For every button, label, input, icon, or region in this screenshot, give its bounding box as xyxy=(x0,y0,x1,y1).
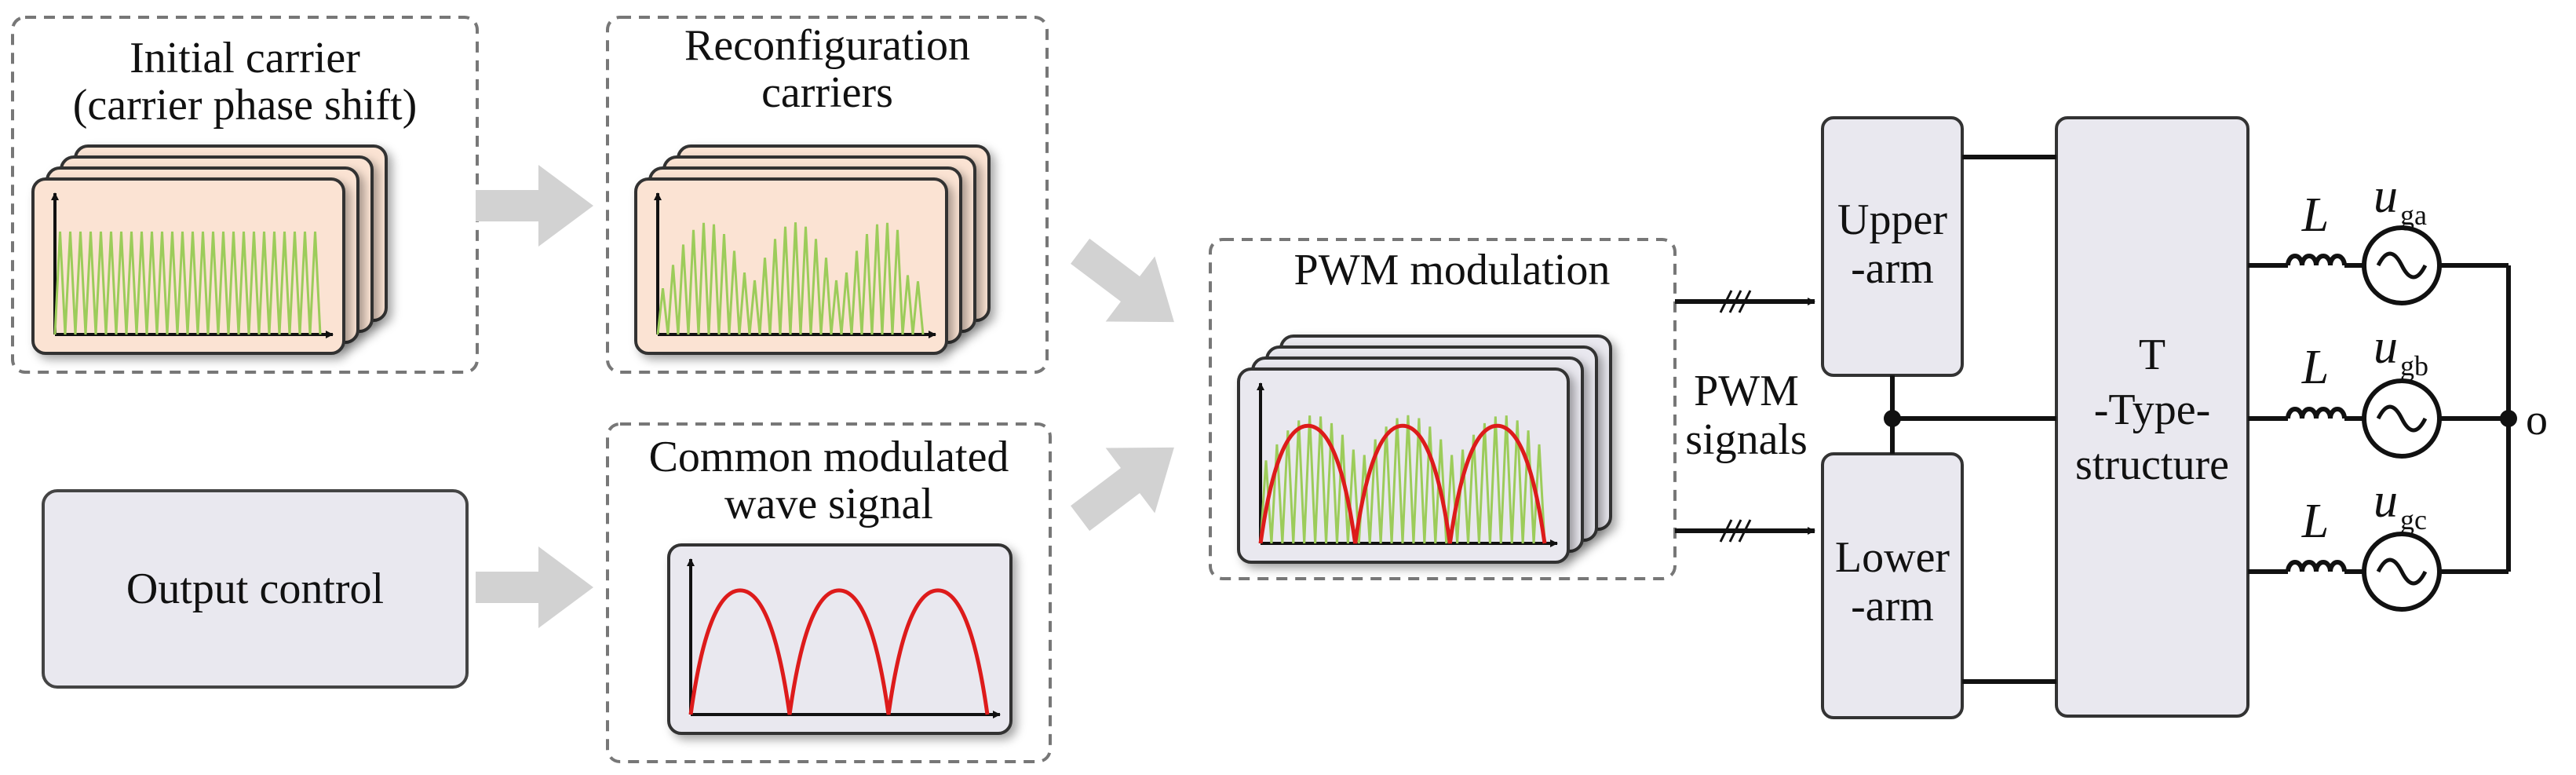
source-c-label: u xyxy=(2373,474,2398,528)
inductor-c-label: L xyxy=(2301,495,2329,548)
output-control-box xyxy=(42,489,469,689)
grid-side: L u ga L u gb L u gc o xyxy=(2248,170,2548,612)
pwm-modulation-group: PWM modulation xyxy=(1209,238,1677,580)
output-control-block: Output control xyxy=(42,489,469,689)
pwm-modulation-card-stack xyxy=(1237,334,1612,564)
pwm-signal-lines: PWM signals xyxy=(1675,290,1815,543)
flow-arrow-output-to-common xyxy=(476,547,593,628)
common-wave-card-frame xyxy=(667,543,1013,735)
t-type-label-line2: -Type- xyxy=(2094,386,2210,434)
reconfiguration-card-stack xyxy=(634,144,991,355)
pwm-card-1 xyxy=(1237,367,1570,564)
t-type-block: T -Type- structure xyxy=(2055,116,2249,718)
lower-arm-block: Lower -arm xyxy=(1821,452,1964,719)
phase-c: L u gc xyxy=(2248,474,2508,612)
upper-arm-block: Upper -arm xyxy=(1821,116,1964,377)
inductor-c-icon xyxy=(2286,560,2347,572)
neutral-junction xyxy=(2500,410,2517,427)
modulated-waveform xyxy=(688,588,990,715)
carrier-waveform xyxy=(656,222,925,335)
common-wave-card xyxy=(667,543,1013,735)
initial-carrier-card-stack xyxy=(31,144,388,355)
modulated-waveform xyxy=(1258,423,1547,544)
phase-b: L u gb xyxy=(2248,320,2508,459)
reconfiguration-subtitle: carriers xyxy=(761,68,893,117)
flow-arrow-common-to-pwm xyxy=(1071,447,1174,532)
reconfiguration-group: Reconfiguration carriers xyxy=(606,16,1049,374)
flow-arrow-reconfig-to-pwm xyxy=(1071,238,1174,323)
common-wave-group: Common modulated wave signal xyxy=(606,422,1052,763)
t-type-label-line3: structure xyxy=(2075,441,2229,489)
inductor-a-icon xyxy=(2286,254,2347,266)
initial-carrier-group: Initial carrier (carrier phase shift) xyxy=(11,16,479,374)
inductor-a-label: L xyxy=(2301,188,2329,242)
flow-arrow-initial-to-reconfig xyxy=(476,165,593,247)
upper-arm-label-line1: Upper xyxy=(1837,196,1947,244)
lower-arm-label-line2: -arm xyxy=(1851,582,1934,631)
arm-connections xyxy=(1884,155,2056,684)
common-wave-title: Common modulated xyxy=(649,433,1009,481)
reconfiguration-frame xyxy=(606,16,1049,374)
initial-carrier-title: Initial carrier xyxy=(130,34,360,82)
source-b-subscript: gb xyxy=(2400,350,2428,382)
flow-arrows xyxy=(476,165,1174,628)
inductor-b-icon xyxy=(2286,407,2347,419)
reconfiguration-card-1 xyxy=(634,177,948,355)
source-c-subscript: gc xyxy=(2400,504,2427,536)
phase-a: L u ga xyxy=(2248,170,2508,305)
midpoint-junction xyxy=(1884,410,1901,427)
common-wave-subtitle: wave signal xyxy=(724,480,933,528)
output-control-label: Output control xyxy=(126,565,384,613)
carrier-waveform xyxy=(53,231,322,335)
lower-arm-label-line1: Lower xyxy=(1835,533,1950,582)
source-a-subscript: ga xyxy=(2400,199,2427,231)
reconfiguration-title: Reconfiguration xyxy=(684,21,970,70)
initial-carrier-card-1 xyxy=(31,177,345,355)
carrier-waveform xyxy=(1259,415,1546,544)
t-type-label-line1: T xyxy=(2139,331,2166,379)
neutral-label: o xyxy=(2526,396,2548,444)
source-a-label: u xyxy=(2373,170,2398,223)
pwm-modulation-title: PWM modulation xyxy=(1294,246,1611,294)
upper-arm-label-line2: -arm xyxy=(1851,244,1934,293)
pwm-signals-label-line1: PWM xyxy=(1694,367,1799,415)
initial-carrier-subtitle: (carrier phase shift) xyxy=(73,81,417,130)
source-b-label: u xyxy=(2373,320,2398,374)
pwm-signals-label-line2: signals xyxy=(1685,415,1808,464)
inductor-b-label: L xyxy=(2301,341,2329,394)
common-wave-frame xyxy=(606,422,1052,763)
